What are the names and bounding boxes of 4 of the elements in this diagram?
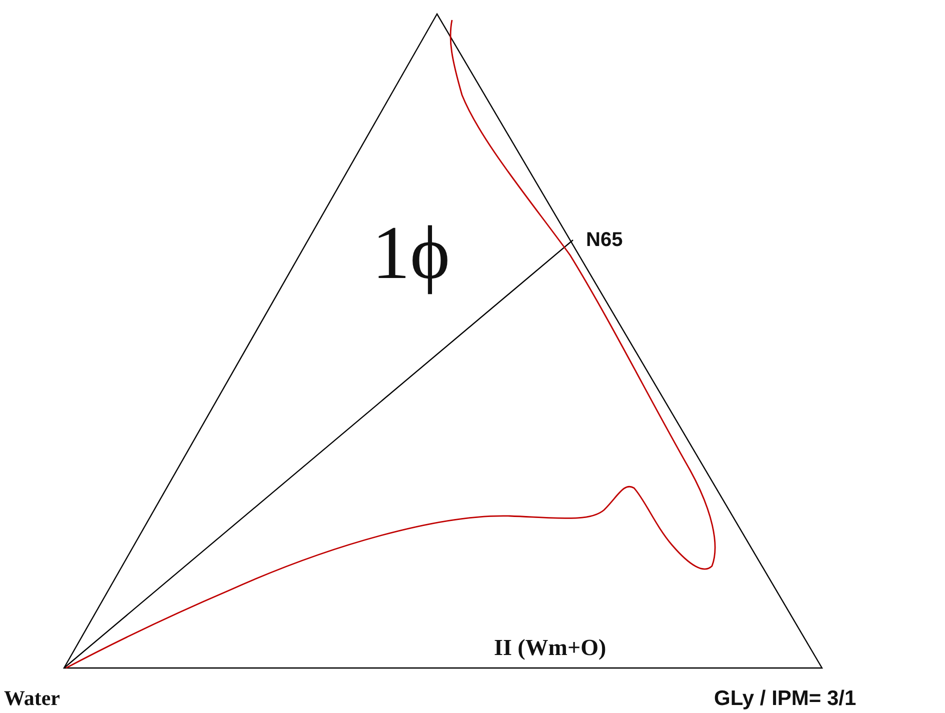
vertex-label: Water [4, 688, 60, 709]
vertex-label: GLy / IPM= 3/1 [714, 688, 856, 709]
region-label: II (Wm+O) [494, 636, 606, 659]
point-label: N65 [586, 230, 623, 250]
